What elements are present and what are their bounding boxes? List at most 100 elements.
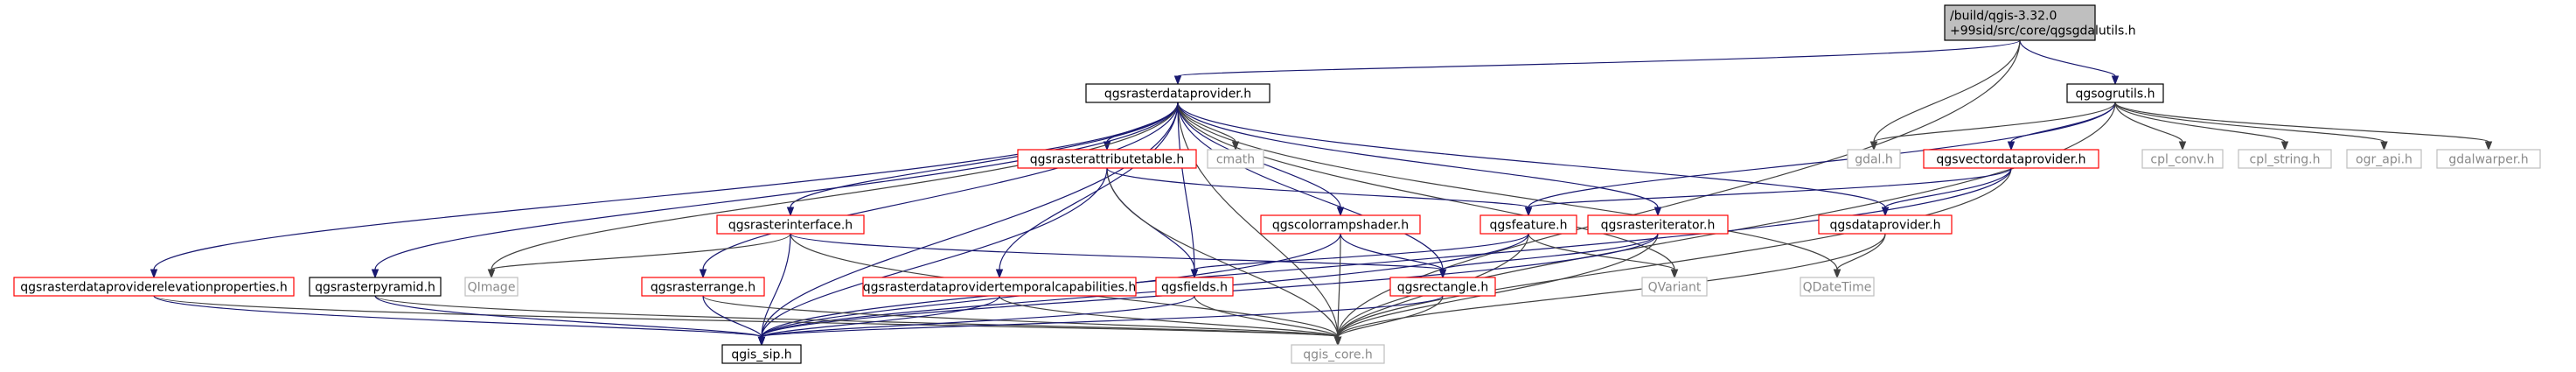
node-rdpep[interactable]: qgsrasterdataproviderelevationproperties… bbox=[13, 277, 295, 297]
edge-line bbox=[1177, 102, 1659, 208]
edge-line bbox=[2114, 102, 2286, 143]
arrow-head bbox=[995, 269, 1004, 279]
node-rdp[interactable]: qgsrasterdataprovider.h bbox=[1085, 83, 1271, 103]
node-cplstring: cpl_string.h bbox=[2238, 149, 2332, 169]
edge-crs-to-rect bbox=[1340, 233, 1447, 279]
arrow-head bbox=[757, 336, 766, 347]
node-label: ogr_api.h bbox=[2356, 153, 2412, 167]
arrow-head bbox=[1333, 336, 1342, 347]
edge-rdpep-to-sip bbox=[153, 295, 766, 347]
edge-line bbox=[761, 295, 1444, 338]
node-box bbox=[1260, 214, 1421, 235]
arrow-head bbox=[1670, 269, 1679, 279]
arrow-head bbox=[1524, 207, 1533, 217]
edge-line bbox=[761, 102, 1179, 338]
node-fields[interactable]: qgsfields.h bbox=[1155, 277, 1234, 297]
node-sip[interactable]: qgis_sip.h bbox=[721, 344, 802, 364]
node-box bbox=[1291, 344, 1385, 364]
arrow-head bbox=[1881, 207, 1890, 217]
node-rrange[interactable]: qgsrasterrange.h bbox=[641, 277, 765, 297]
node-label: qgsrasterpyramid.h bbox=[315, 281, 435, 295]
node-feat[interactable]: qgsfeature.h bbox=[1479, 214, 1577, 235]
node-ogr[interactable]: qgsogrutils.h bbox=[2066, 83, 2164, 103]
edge-line bbox=[790, 233, 1444, 270]
node-label: cpl_conv.h bbox=[2150, 153, 2214, 167]
edge-rdp-to-rect bbox=[1177, 102, 1447, 279]
node-label: /build/qgis-3.32.0 bbox=[1950, 10, 2057, 24]
edge-line bbox=[1337, 233, 1659, 338]
node-box bbox=[1944, 4, 2096, 41]
edge-rif-to-rect bbox=[790, 233, 1447, 279]
node-box bbox=[13, 277, 295, 297]
edge-line bbox=[1106, 167, 1529, 208]
arrow-head bbox=[1173, 75, 1182, 86]
edge-line bbox=[761, 233, 1529, 338]
node-label: QVariant bbox=[1648, 281, 1702, 295]
node-box bbox=[1587, 214, 1729, 235]
node-box bbox=[1389, 277, 1496, 297]
node-label: qgsrectangle.h bbox=[1397, 281, 1488, 295]
node-dp[interactable]: qgsdataprovider.h bbox=[1818, 214, 1953, 235]
edge-line bbox=[153, 102, 1179, 270]
edge-line bbox=[1177, 102, 1339, 338]
edge-rdp-to-rpyr bbox=[371, 102, 1179, 279]
edge-rect-to-core bbox=[1333, 295, 1444, 347]
edge-line bbox=[1177, 102, 1838, 270]
node-label: +99sid/src/core/qgsgdalutils.h bbox=[1950, 25, 2136, 39]
node-box bbox=[2141, 149, 2224, 169]
node-qdatetime: QDateTime bbox=[1800, 277, 1875, 297]
node-box bbox=[721, 344, 802, 364]
node-label: qgscolorrampshader.h bbox=[1272, 219, 1409, 233]
node-label: qgis_sip.h bbox=[731, 348, 791, 362]
edge-vdp-to-feat bbox=[1524, 167, 2012, 217]
edge-rdp-to-riter bbox=[1177, 102, 1662, 217]
arrow-head bbox=[1869, 141, 1878, 151]
arrow-head bbox=[487, 269, 496, 279]
node-root[interactable]: /build/qgis-3.32.0+99sid/src/core/qgsgda… bbox=[1944, 4, 2136, 41]
edge-line bbox=[1442, 233, 1659, 270]
arrow-head bbox=[150, 269, 158, 279]
edge-dp-to-qdatetime bbox=[1833, 233, 1886, 279]
edge-ogr-to-vdp bbox=[2007, 102, 2116, 151]
node-box bbox=[2346, 149, 2422, 169]
edge-vdp-to-core bbox=[1333, 167, 2012, 347]
edge-rdptc-to-sip bbox=[757, 295, 1000, 347]
edge-line bbox=[2114, 102, 2183, 143]
graph-edges bbox=[150, 39, 2493, 347]
node-core: qgis_core.h bbox=[1291, 344, 1385, 364]
node-box bbox=[1017, 149, 1197, 169]
node-label: qgsvectordataprovider.h bbox=[1936, 153, 2085, 167]
node-rdptc[interactable]: qgsrasterdataprovidertemporalcapabilitie… bbox=[862, 277, 1137, 297]
edge-rdp-to-dp bbox=[1177, 102, 1890, 217]
edge-line bbox=[1873, 102, 2116, 143]
node-qimage: QImage bbox=[464, 277, 519, 297]
edge-rif-to-qimage bbox=[487, 233, 791, 279]
node-label: qgsrasterdataprovider.h bbox=[1104, 88, 1251, 102]
node-crs[interactable]: qgscolorrampshader.h bbox=[1260, 214, 1421, 235]
edge-line bbox=[761, 295, 1195, 338]
arrow-head bbox=[1190, 269, 1199, 279]
node-box bbox=[1479, 214, 1577, 235]
edge-rdp-to-qimage bbox=[487, 102, 1179, 279]
edge-line bbox=[1177, 39, 2021, 77]
node-riter[interactable]: qgsrasteriterator.h bbox=[1587, 214, 1729, 235]
edge-rat-to-feat bbox=[1106, 167, 1533, 217]
node-label: qgsrasterdataproviderelevationproperties… bbox=[20, 281, 287, 295]
edge-root-to-ogr bbox=[2019, 39, 2120, 86]
node-rif[interactable]: qgsrasterinterface.h bbox=[716, 214, 865, 235]
node-rpyr[interactable]: qgsrasterpyramid.h bbox=[309, 277, 442, 297]
node-rat[interactable]: qgsrasterattributetable.h bbox=[1017, 149, 1197, 169]
node-box bbox=[641, 277, 765, 297]
edge-line bbox=[2010, 102, 2116, 143]
edge-line bbox=[1340, 233, 1444, 270]
edge-line bbox=[999, 295, 1339, 338]
edge-line bbox=[153, 295, 762, 338]
node-rect[interactable]: qgsrectangle.h bbox=[1389, 277, 1496, 297]
node-label: qgsrasterattributetable.h bbox=[1030, 153, 1184, 167]
arrow-head bbox=[1336, 207, 1345, 217]
node-vdp[interactable]: qgsvectordataprovider.h bbox=[1923, 149, 2099, 169]
edge-rdp-to-rif bbox=[786, 102, 1179, 217]
edge-line bbox=[1337, 233, 1886, 338]
edge-rdp-to-rdptc bbox=[995, 102, 1179, 279]
edge-line bbox=[374, 295, 762, 338]
